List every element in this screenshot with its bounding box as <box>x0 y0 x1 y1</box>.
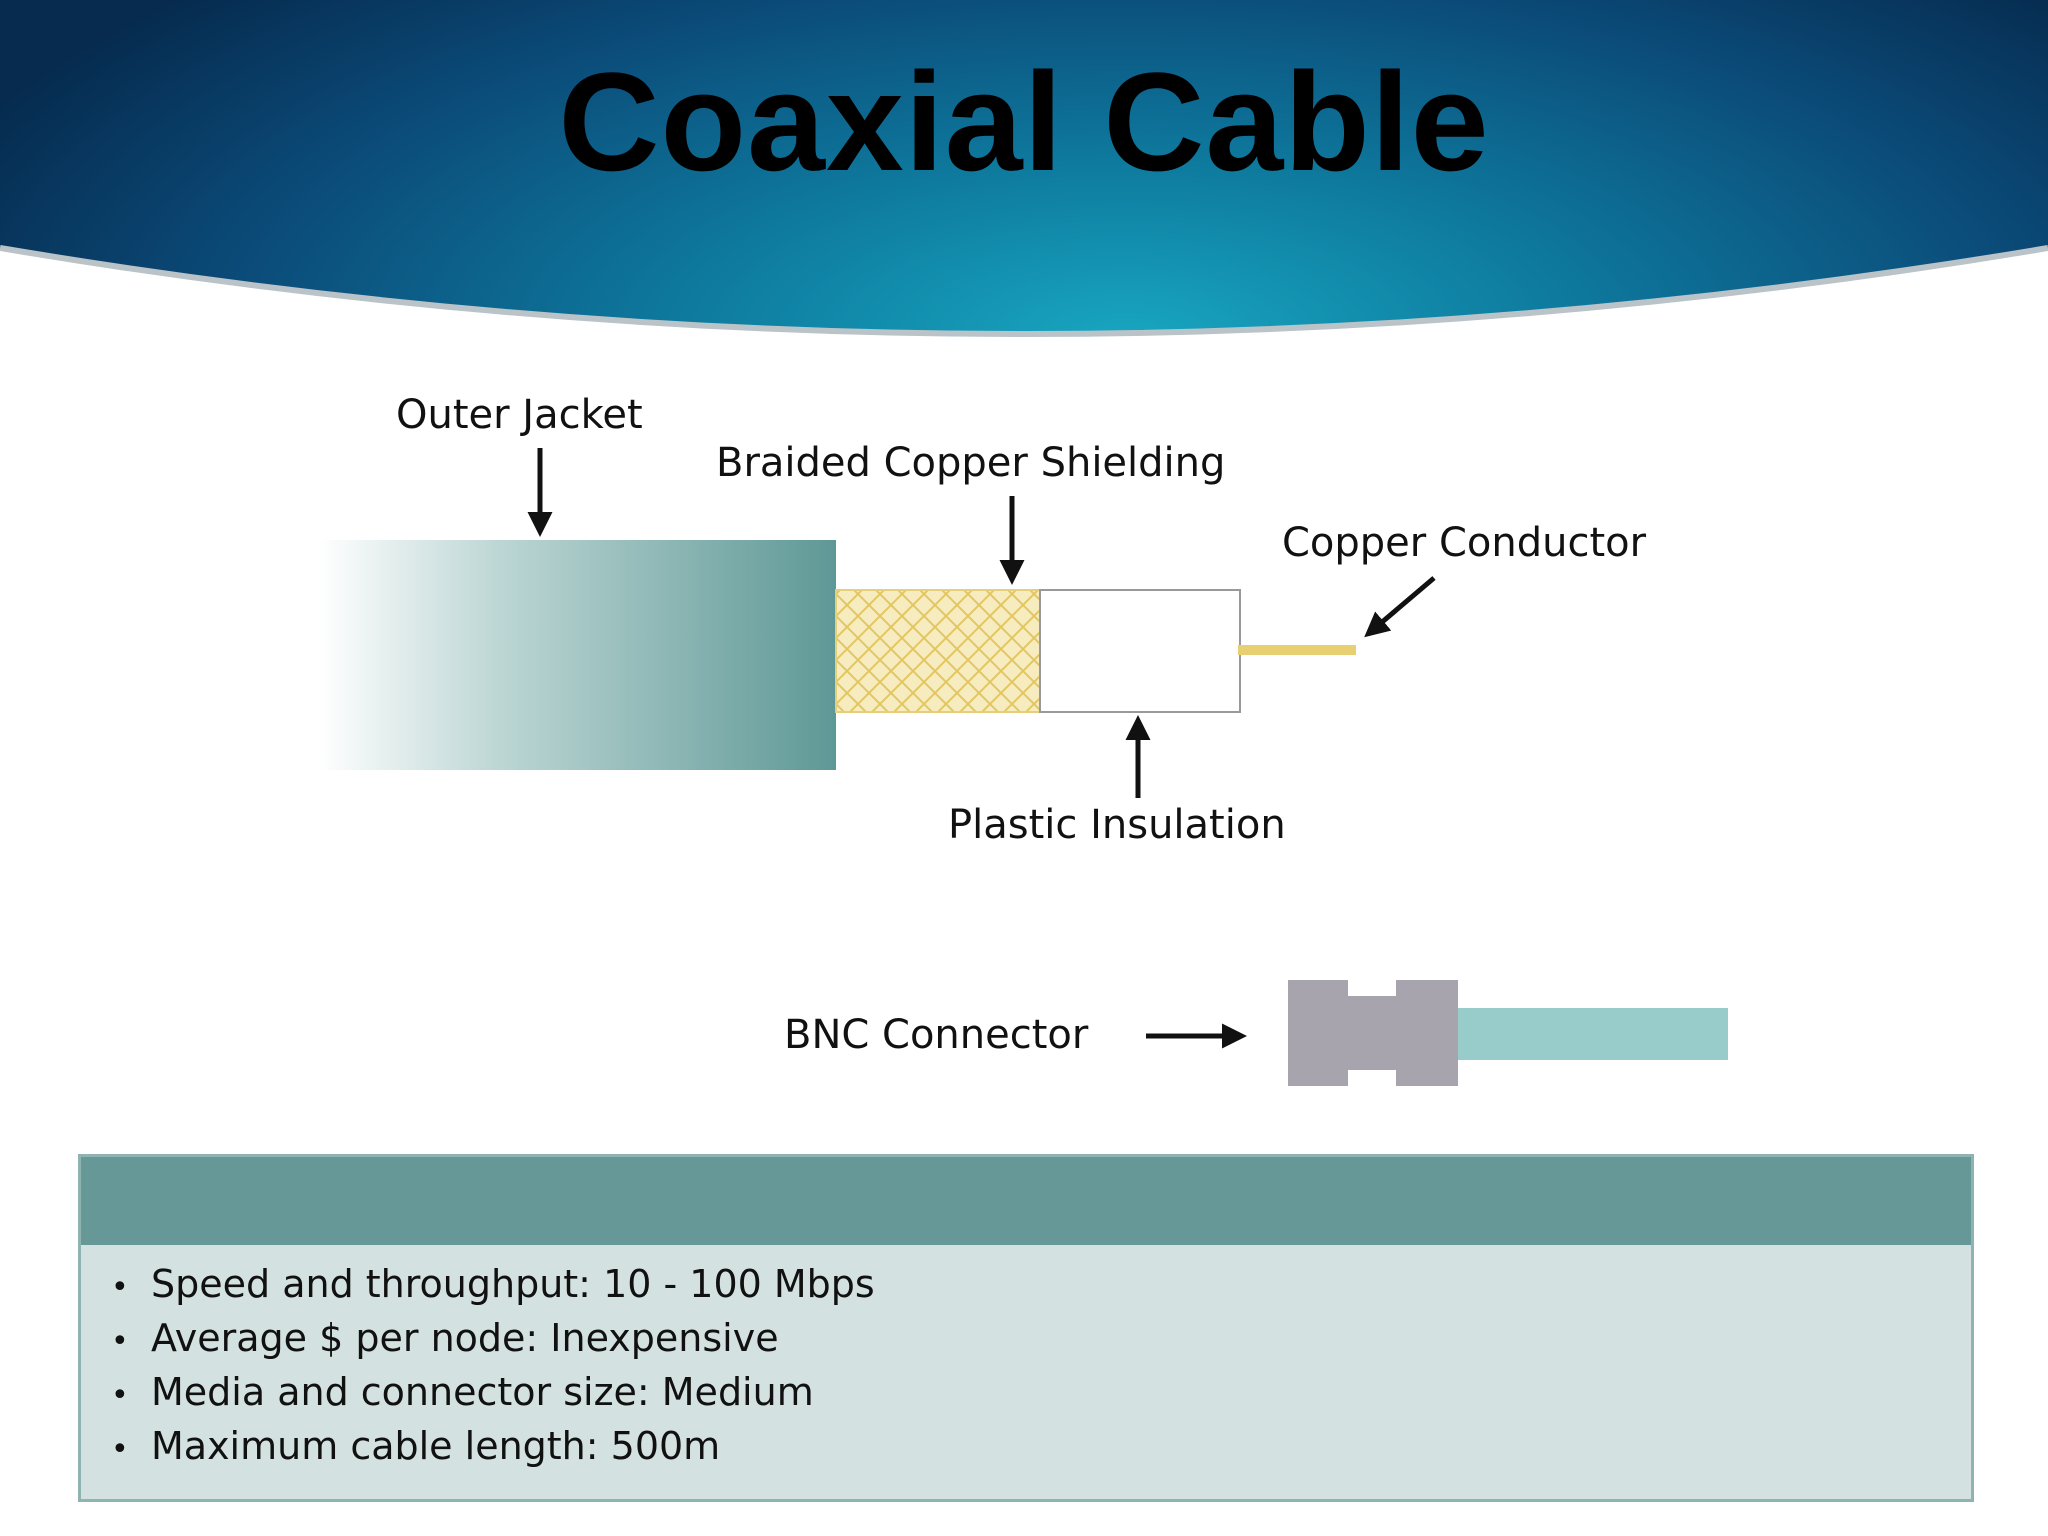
copper-conductor-shape <box>1238 645 1356 655</box>
spec-item: • Average $ per node: Inexpensive <box>111 1313 875 1367</box>
spec-text: Media and connector size: Medium <box>151 1370 814 1414</box>
spec-item: • Media and connector size: Medium <box>111 1367 875 1421</box>
plastic-insulation-shape <box>1039 589 1241 713</box>
bullet-icon: • <box>111 1324 129 1359</box>
spec-text: Average $ per node: Inexpensive <box>151 1316 779 1360</box>
copper-conductor-label: Copper Conductor <box>1282 520 1647 566</box>
header-banner: Coaxial Cable <box>0 0 2048 340</box>
bullet-icon: • <box>111 1378 129 1413</box>
outer-jacket-shape <box>318 540 836 770</box>
spec-item: • Maximum cable length: 500m <box>111 1421 875 1475</box>
bullet-icon: • <box>111 1432 129 1467</box>
coax-diagram: Outer Jacket Braided Copper Shielding Co… <box>318 392 1728 1086</box>
bnc-connector-label: BNC Connector <box>784 1012 1089 1058</box>
braided-shielding-shape <box>835 589 1041 713</box>
copper-conductor-arrow <box>1364 576 1436 638</box>
bnc-cable-shape <box>1458 1008 1728 1060</box>
plastic-insulation-label: Plastic Insulation <box>948 802 1286 848</box>
spec-text: Speed and throughput: 10 - 100 Mbps <box>151 1262 875 1306</box>
specs-panel-header <box>81 1157 1971 1245</box>
spec-item: • Speed and throughput: 10 - 100 Mbps <box>111 1259 875 1313</box>
header-curve <box>0 245 2048 340</box>
spec-text: Maximum cable length: 500m <box>151 1424 721 1468</box>
bnc-connector-shape <box>1288 980 1728 1086</box>
bullet-icon: • <box>111 1270 129 1305</box>
specs-panel: • Speed and throughput: 10 - 100 Mbps • Av… <box>78 1154 1974 1502</box>
specs-list: • Speed and throughput: 10 - 100 Mbps • Av… <box>111 1259 875 1475</box>
page-title: Coaxial Cable <box>558 43 1490 200</box>
braided-shielding-label: Braided Copper Shielding <box>716 440 1225 486</box>
outer-jacket-label: Outer Jacket <box>396 392 643 438</box>
